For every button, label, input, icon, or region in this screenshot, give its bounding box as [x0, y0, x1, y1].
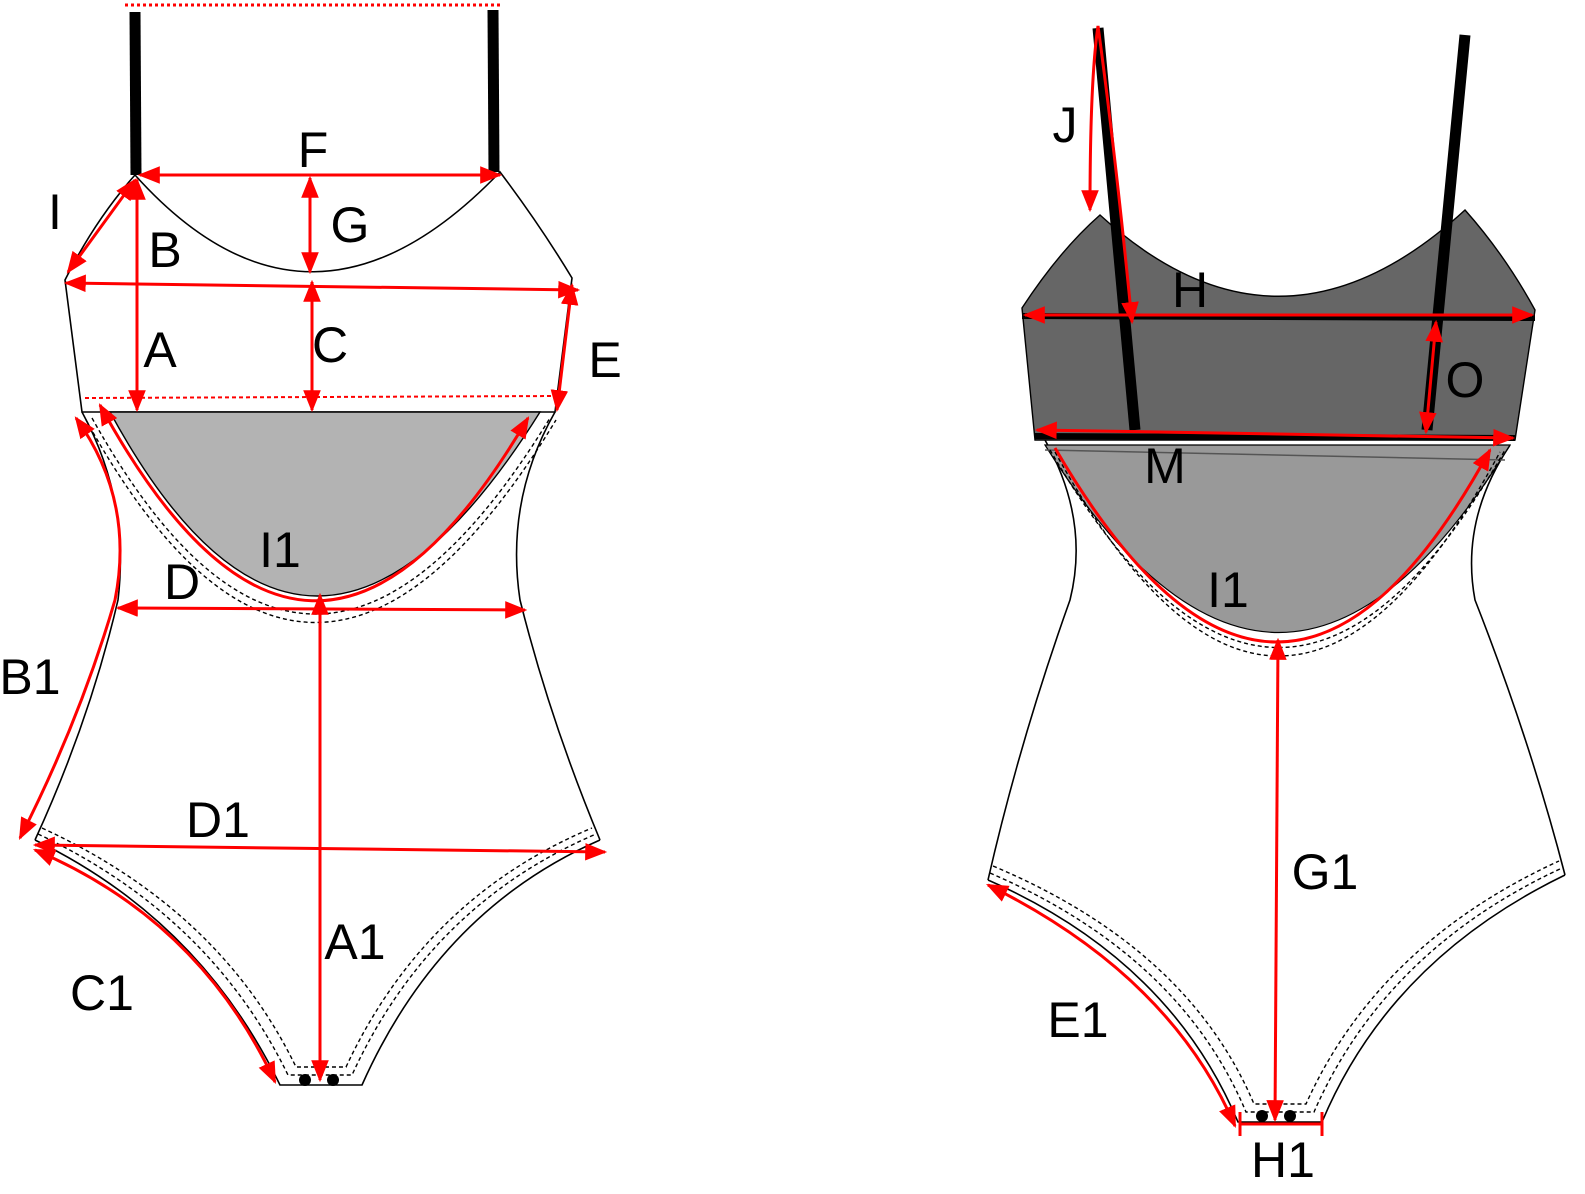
label-O: O: [1446, 352, 1485, 408]
label-E: E: [588, 332, 621, 388]
label-M: M: [1144, 438, 1186, 494]
cup-stitching: [85, 419, 557, 624]
seam: [1044, 449, 1506, 461]
underbust-dotted-line: [84, 395, 556, 399]
label-H: H: [1172, 262, 1208, 318]
label-F: F: [298, 122, 329, 178]
label-E1: E1: [1047, 992, 1108, 1048]
label-I1-back: I1: [1207, 562, 1249, 618]
label-I1: I1: [259, 522, 301, 578]
measure-E: [550, 282, 579, 413]
measure-J: [1081, 25, 1139, 325]
label-G1: G1: [1292, 844, 1359, 900]
label-C1: C1: [70, 965, 134, 1021]
snap-button: [1284, 1110, 1296, 1122]
measure-O: [1419, 319, 1443, 435]
label-D: D: [164, 554, 200, 610]
measure-C1: [32, 848, 277, 1084]
front-view: F G I B A C E I1 D B1 D1 A1 C1: [0, 3, 622, 1086]
snap-button: [327, 1074, 339, 1086]
measure-I: [66, 178, 137, 274]
label-J: J: [1053, 97, 1078, 153]
measure-D1: [32, 836, 608, 861]
label-B1: B1: [0, 649, 61, 705]
label-A: A: [143, 322, 177, 378]
snap-button: [1256, 1110, 1268, 1122]
measure-G1: [1266, 637, 1287, 1123]
measure-bust: [63, 274, 581, 299]
front-bodice-outline: [64, 170, 573, 413]
measure-E1: [986, 883, 1237, 1129]
leg-stitching: [41, 827, 593, 1068]
label-H1: H1: [1251, 1132, 1315, 1188]
snap-button: [299, 1074, 311, 1086]
label-B: B: [148, 222, 181, 278]
front-leg-outline: [34, 839, 601, 1086]
back-body-outline: [987, 439, 1566, 881]
back-view: J H O M I1 G1 E1 H1: [986, 25, 1566, 1188]
back-band: [1021, 209, 1536, 441]
label-G: G: [331, 197, 370, 253]
label-I: I: [48, 184, 62, 240]
measure-B1: [18, 416, 122, 840]
label-D1: D1: [186, 792, 250, 848]
label-C: C: [312, 317, 348, 373]
left-strap: [129, 11, 142, 176]
label-A1: A1: [324, 914, 385, 970]
right-strap: [487, 9, 500, 173]
measure-M: [1034, 421, 1516, 447]
